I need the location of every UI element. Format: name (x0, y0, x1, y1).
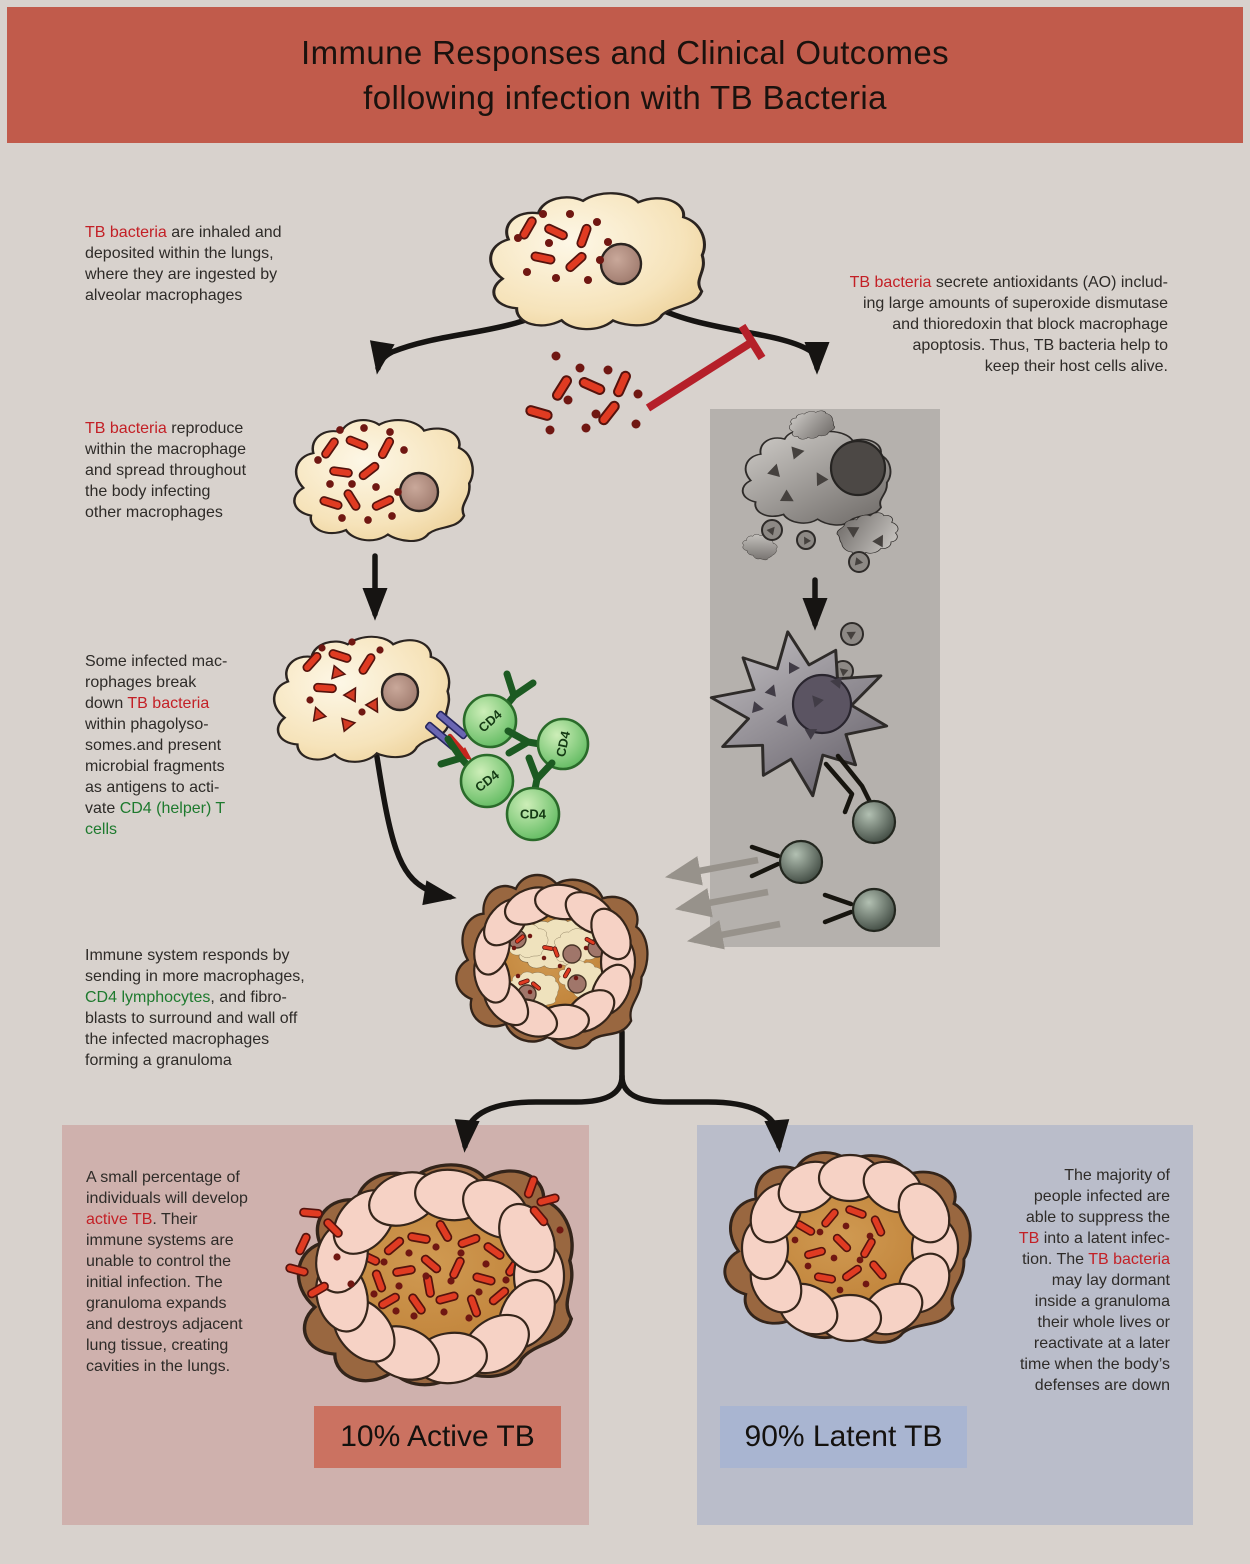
latent-tb-badge: 90% Latent TB (720, 1406, 967, 1468)
t-cell-sphere (851, 887, 897, 933)
t-cell-sphere (851, 799, 897, 845)
annotation-antioxidants: TB bacteria secrete antioxidants (AO) in… (849, 274, 1168, 375)
cd4-label: CD4 (520, 807, 547, 822)
reproducing-macrophage (290, 414, 477, 546)
nucleus (791, 673, 853, 735)
cd4-cell: CD4 (504, 717, 590, 771)
active-tb-badge-label: 10% Active TB (340, 1420, 535, 1453)
t-cell-receptor-icon (504, 727, 544, 757)
latent-tb-granuloma (716, 1138, 981, 1355)
page-title-line2: following infection with TB Bacteria (363, 78, 887, 116)
t-cell-receptor-icon (525, 754, 556, 793)
fragmenting-macrophage (737, 407, 908, 565)
cd4-t-cells: CD4 CD4 CD4 CD4 (437, 670, 590, 842)
nucleus (829, 439, 887, 497)
granuloma (447, 859, 659, 1063)
recruitment-arrows (664, 856, 781, 950)
dendritic-presenting-cell (709, 630, 889, 815)
t-cell-receptor-icon (822, 892, 854, 925)
arrow-branch-latent (619, 1073, 790, 1153)
t-cell-receptor-icon (749, 844, 781, 879)
title-band: Immune Responses and Clinical Outcomes f… (7, 7, 1243, 143)
nucleus (398, 471, 440, 513)
latent-tb-badge-label: 90% Latent TB (744, 1420, 943, 1453)
t-cell-spheres (749, 799, 897, 933)
receptor-connection (823, 753, 875, 815)
arrow-branch-active (454, 1029, 625, 1153)
active-tb-badge: 10% Active TB (314, 1406, 561, 1468)
cd4-cell: CD4 (505, 754, 561, 842)
antigen-presenting-macrophage (266, 628, 472, 770)
arrow-to-granuloma (374, 754, 457, 906)
active-tb-granuloma (284, 1151, 588, 1398)
antigen-arrow (447, 733, 467, 755)
t-cell-sphere (778, 839, 824, 885)
cd4-cell: CD4 (437, 735, 515, 809)
page-title-line1: Immune Responses and Clinical Outcomes (301, 33, 949, 71)
free-bacteria-cluster (524, 351, 643, 435)
nucleus (599, 242, 643, 286)
alveolar-macrophage (483, 186, 714, 336)
cd4-label: CD4 (553, 729, 573, 758)
nucleus (380, 672, 420, 712)
arrow-to-apoptosis-panel (645, 300, 830, 375)
inhibition-symbol (645, 323, 766, 412)
cd4-cell: CD4 (462, 670, 537, 749)
